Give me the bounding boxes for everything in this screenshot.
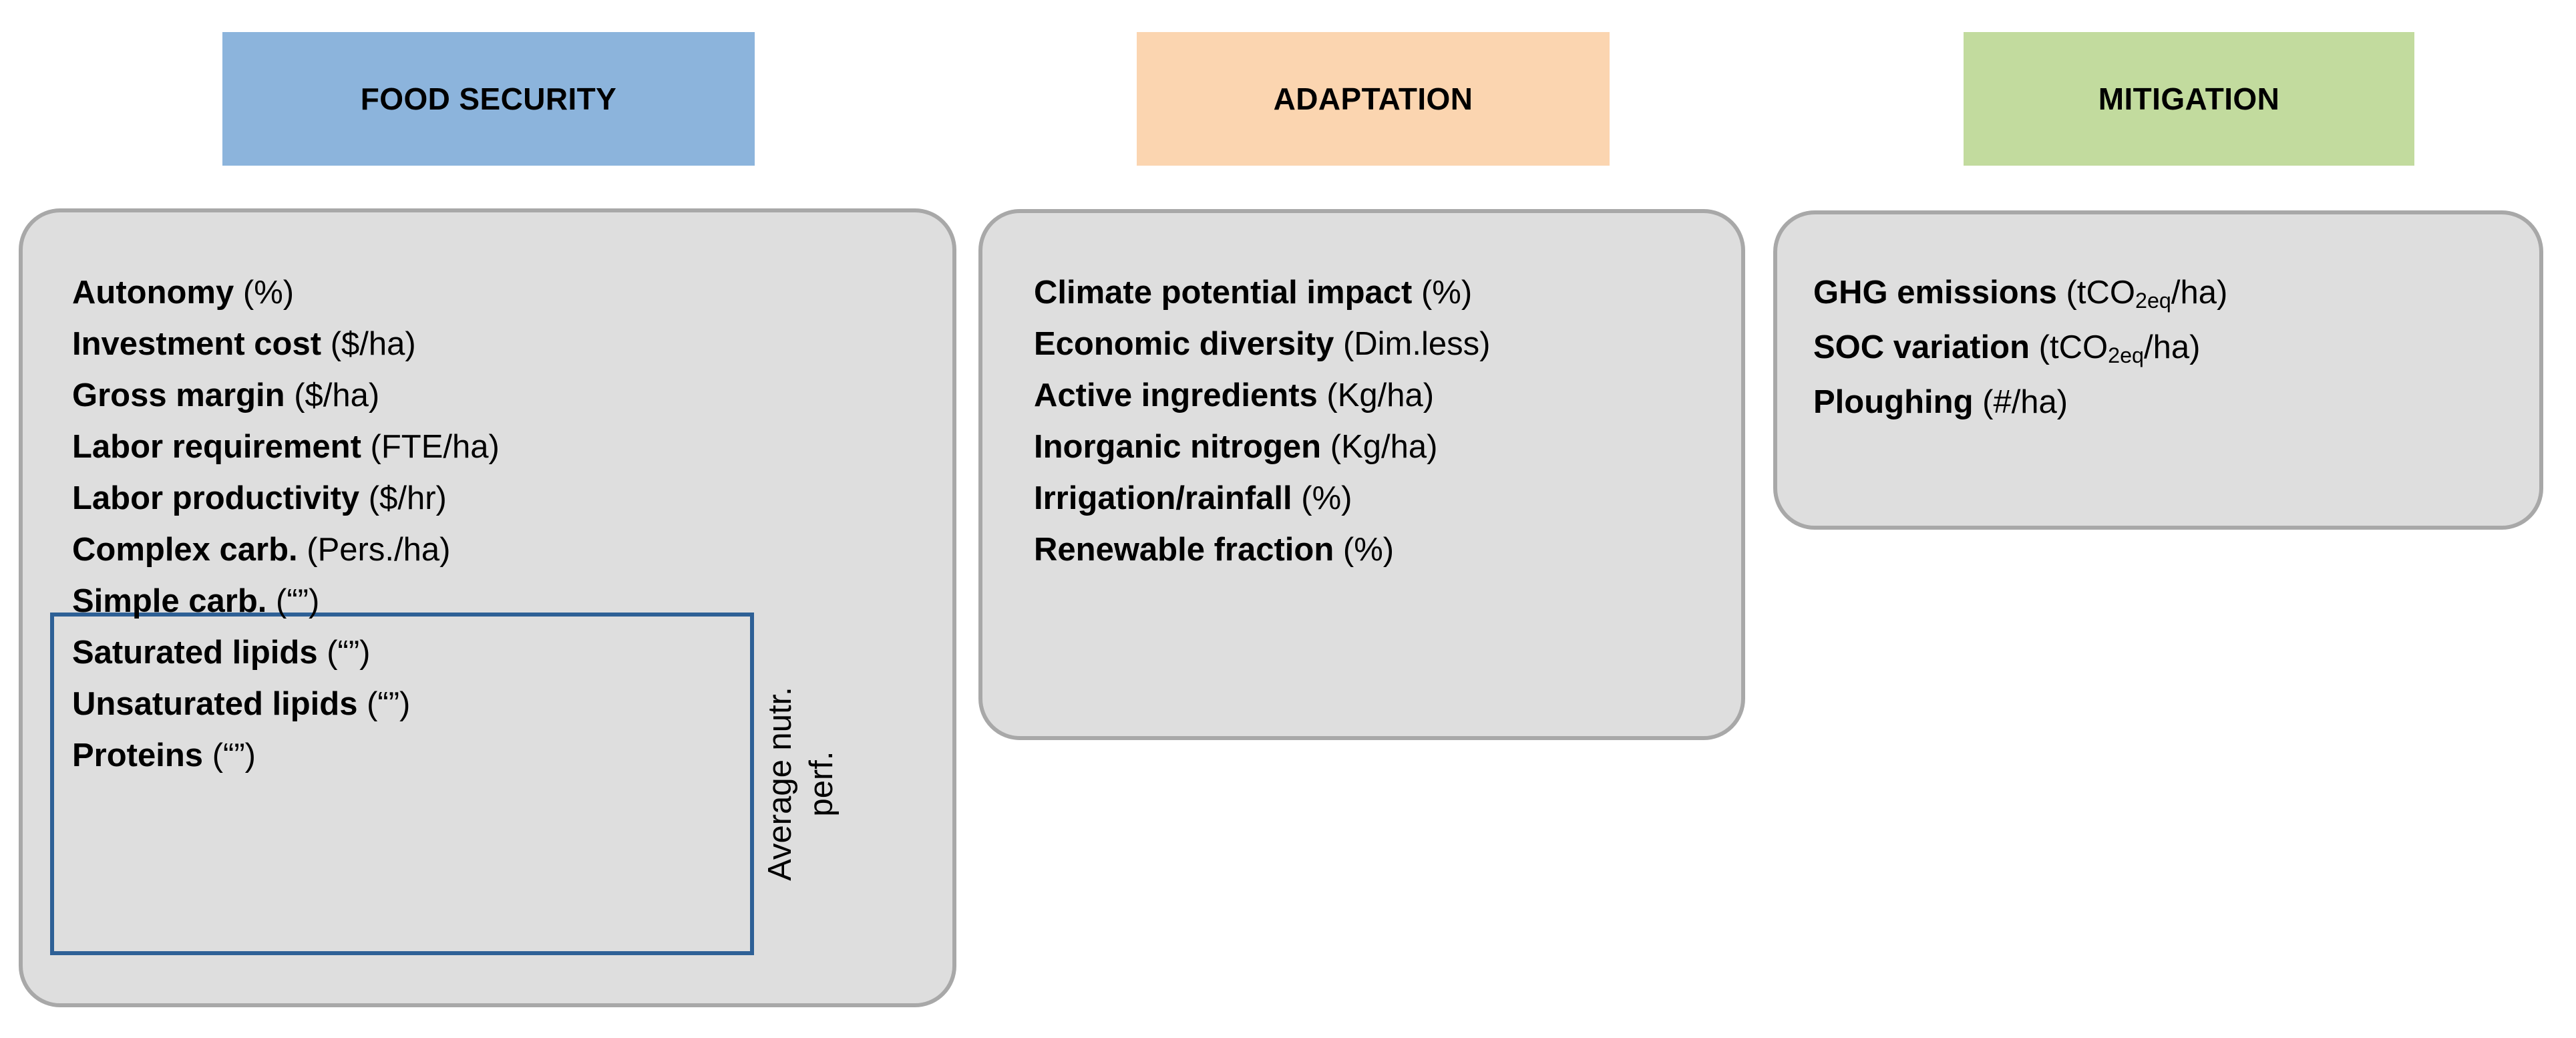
indicator-name: Complex carb. [72, 532, 298, 568]
indicator-unit: (Dim.less) [1342, 326, 1491, 362]
indicator-name: Proteins [72, 737, 204, 773]
indicator-name: Gross margin [72, 377, 285, 413]
indicator-name: Inorganic nitrogen [1034, 429, 1322, 465]
indicator-item-labor-requirement: Labor requirement (FTE/ha) [72, 421, 500, 473]
indicator-unit-subscript: 2eq [2108, 343, 2145, 367]
category-banner-label-food-security: FOOD SECURITY [360, 81, 617, 116]
indicator-unit: (Kg/ha) [1326, 377, 1435, 413]
indicator-unit: (%) [1421, 275, 1473, 311]
indicator-item-complex-carb: Complex carb. (Pers./ha) [72, 524, 500, 576]
indicator-list-adaptation: Climate potential impact (%) Economic di… [1034, 267, 1490, 576]
indicator-unit-suffix: /ha) [2144, 329, 2201, 365]
indicator-item-labor-productivity: Labor productivity ($/hr) [72, 473, 500, 524]
indicator-unit: (tCO2eq/ha) [2066, 275, 2228, 313]
category-banner-label-adaptation: ADAPTATION [1273, 81, 1473, 116]
category-banner-mitigation: MITIGATION [1964, 32, 2414, 166]
indicator-item-proteins: Proteins (“”) [72, 730, 500, 782]
indicator-unit: (#/ha) [1982, 384, 2068, 420]
indicator-item-soc-variation: SOC variation (tCO2eq/ha) [1813, 322, 2227, 377]
indicator-unit-prefix: (tCO [2038, 329, 2108, 365]
indicator-item-economic-diversity: Economic diversity (Dim.less) [1034, 319, 1490, 370]
indicator-name: Investment cost [72, 326, 322, 362]
indicator-item-climate-potential-impact: Climate potential impact (%) [1034, 267, 1490, 319]
indicator-unit: (%) [1301, 480, 1352, 516]
average-nutrient-performance-label-line1: Average nutr. [762, 687, 798, 881]
indicator-name: Unsaturated lipids [72, 686, 358, 722]
indicator-name: Labor requirement [72, 429, 361, 465]
indicator-item-ghg-emissions: GHG emissions (tCO2eq/ha) [1813, 267, 2227, 322]
indicator-item-autonomy: Autonomy (%) [72, 267, 500, 319]
indicator-list-food-security: Autonomy (%) Investment cost ($/ha) Gros… [72, 267, 500, 782]
indicator-item-simple-carb: Simple carb. (“”) [72, 576, 500, 627]
indicator-unit-suffix: /ha) [2171, 275, 2228, 311]
indicator-name: Irrigation/rainfall [1034, 480, 1292, 516]
indicator-unit: (Pers./ha) [307, 532, 451, 568]
indicator-item-ploughing: Ploughing (#/ha) [1813, 377, 2227, 431]
indicator-item-irrigation-rainfall: Irrigation/rainfall (%) [1034, 473, 1490, 524]
category-banner-food-security: FOOD SECURITY [222, 32, 755, 166]
indicator-name: SOC variation [1813, 329, 2030, 365]
indicator-unit-subscript: 2eq [2135, 288, 2171, 313]
indicator-name: GHG emissions [1813, 275, 2057, 311]
category-banner-adaptation: ADAPTATION [1137, 32, 1610, 166]
indicator-unit: ($/hr) [368, 480, 447, 516]
category-banner-label-mitigation: MITIGATION [2098, 81, 2280, 116]
indicator-name: Saturated lipids [72, 635, 318, 671]
indicator-unit: (%) [242, 275, 295, 311]
indicator-unit: (tCO2eq/ha) [2038, 329, 2201, 367]
indicator-panel-food-security [19, 208, 956, 1007]
indicator-name: Economic diversity [1034, 326, 1334, 362]
indicator-panel-adaptation [978, 209, 1745, 740]
indicator-name: Simple carb. [72, 583, 267, 619]
indicator-unit: (FTE/ha) [370, 429, 500, 465]
indicator-item-unsaturated-lipids: Unsaturated lipids (“”) [72, 679, 500, 730]
indicator-item-saturated-lipids: Saturated lipids (“”) [72, 627, 500, 679]
average-nutrient-performance-label: Average nutr. perf. [759, 613, 843, 955]
indicator-unit: ($/ha) [294, 377, 380, 413]
indicator-unit: (%) [1342, 532, 1395, 568]
indicator-unit: ($/ha) [330, 326, 416, 362]
indicator-unit: (“”) [327, 635, 371, 671]
indicator-name: Climate potential impact [1034, 275, 1413, 311]
average-nutrient-performance-label-line2: perf. [803, 751, 840, 817]
nutrient-group-highlight-box [50, 613, 754, 955]
indicator-unit: (“”) [212, 737, 256, 773]
indicator-unit-prefix: (tCO [2066, 275, 2135, 311]
indicator-item-inorganic-nitrogen: Inorganic nitrogen (Kg/ha) [1034, 421, 1490, 473]
indicator-unit: (Kg/ha) [1330, 429, 1438, 465]
indicator-name: Active ingredients [1034, 377, 1318, 413]
indicator-unit-prefix: (#/ha) [1982, 384, 2068, 420]
indicator-list-mitigation: GHG emissions (tCO2eq/ha) SOC variation … [1813, 267, 2227, 431]
indicator-name: Labor productivity [72, 480, 360, 516]
indicator-name: Ploughing [1813, 384, 1974, 420]
indicator-item-investment-cost: Investment cost ($/ha) [72, 319, 500, 370]
indicator-unit: (“”) [276, 583, 320, 619]
indicator-name: Autonomy [72, 275, 234, 311]
indicator-unit: (“”) [367, 686, 411, 722]
indicator-item-gross-margin: Gross margin ($/ha) [72, 370, 500, 421]
indicator-item-renewable-fraction: Renewable fraction (%) [1034, 524, 1490, 576]
indicator-name: Renewable fraction [1034, 532, 1334, 568]
indicator-item-active-ingredients: Active ingredients (Kg/ha) [1034, 370, 1490, 421]
indicator-panel-mitigation [1773, 210, 2543, 530]
